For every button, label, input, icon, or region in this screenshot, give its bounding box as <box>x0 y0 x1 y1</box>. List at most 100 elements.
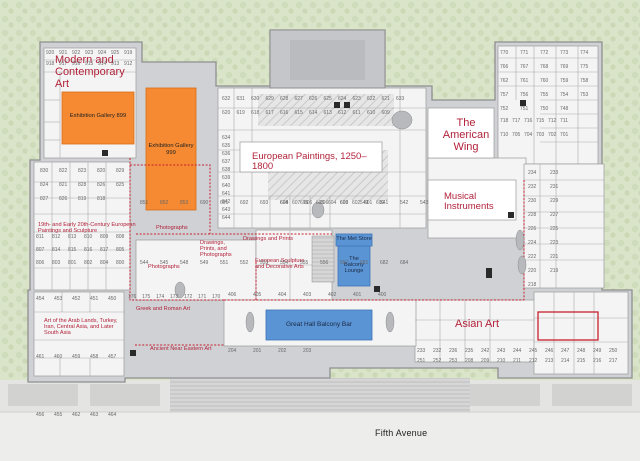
room-number[interactable]: 826 <box>59 196 68 202</box>
room-number[interactable]: 170 <box>212 294 221 300</box>
room-number[interactable]: 611 <box>352 110 361 116</box>
room-number[interactable]: 464 <box>108 412 117 418</box>
room-number[interactable]: 233 <box>417 348 426 354</box>
room-number[interactable]: 753 <box>580 92 589 98</box>
room-number[interactable]: 603 <box>340 200 349 206</box>
room-number[interactable]: 770 <box>500 50 509 56</box>
room-number[interactable]: 811 <box>36 234 44 240</box>
gallery-label-drawings-prints-photos[interactable]: Drawings, Prints, and Photographs <box>200 240 232 259</box>
room-number[interactable]: 217 <box>609 358 618 364</box>
room-number[interactable]: 630 <box>251 96 260 102</box>
room-number[interactable]: 916 <box>72 61 81 67</box>
room-number[interactable]: 551 <box>220 260 229 266</box>
room-number[interactable]: 176 <box>128 294 137 300</box>
room-number[interactable]: 774 <box>580 50 589 56</box>
room-number[interactable]: 540 <box>360 200 369 206</box>
room-number[interactable]: 757 <box>500 92 509 98</box>
room-number[interactable]: 768 <box>540 64 549 70</box>
room-number[interactable]: 606 <box>304 200 313 206</box>
room-number[interactable]: 813 <box>68 234 77 240</box>
room-number[interactable]: 458 <box>90 354 99 360</box>
room-number[interactable]: 554 <box>280 260 289 266</box>
room-number[interactable]: 759 <box>560 78 569 84</box>
room-number[interactable]: 821 <box>59 182 68 188</box>
room-number[interactable]: 248 <box>577 348 586 354</box>
room-number[interactable]: 752 <box>500 106 509 112</box>
gallery-label-drawings-prints[interactable]: Drawings and Prints <box>243 236 294 242</box>
room-number[interactable]: 762 <box>500 78 509 84</box>
room-number[interactable]: 230 <box>528 198 537 204</box>
room-number[interactable]: 222 <box>528 254 537 260</box>
exhibition-gallery-999-label[interactable]: Exhibition Gallery 999 <box>148 143 194 156</box>
room-number[interactable]: 703 <box>536 132 545 138</box>
room-number[interactable]: 644 <box>222 215 231 221</box>
room-number[interactable]: 812 <box>52 234 61 240</box>
room-number[interactable]: 642 <box>222 199 231 205</box>
room-number[interactable]: 250 <box>609 348 618 354</box>
room-number[interactable]: 615 <box>294 110 303 116</box>
room-number[interactable]: 629 <box>265 96 274 102</box>
room-number[interactable]: 681 <box>360 260 369 266</box>
room-number[interactable]: 249 <box>593 348 602 354</box>
room-number[interactable]: 767 <box>520 64 529 70</box>
room-number[interactable]: 543 <box>420 200 429 206</box>
balcony-bar-label[interactable]: Great Hall Balcony Bar <box>285 321 353 328</box>
room-number[interactable]: 201 <box>253 348 262 354</box>
room-number[interactable]: 609 <box>381 110 390 116</box>
room-number[interactable]: 401 <box>353 292 362 298</box>
room-number[interactable]: 246 <box>545 348 554 354</box>
room-number[interactable]: 234 <box>528 170 537 176</box>
room-number[interactable]: 805 <box>116 247 125 253</box>
room-number[interactable]: 920 <box>46 50 55 56</box>
room-number[interactable]: 851 <box>140 200 149 206</box>
room-number[interactable]: 826 <box>97 182 106 188</box>
room-number[interactable]: 756 <box>520 92 529 98</box>
room-number[interactable]: 823 <box>78 168 87 174</box>
room-number[interactable]: 251 <box>417 358 426 364</box>
room-number[interactable]: 555 <box>300 260 309 266</box>
room-number[interactable]: 542 <box>400 200 409 206</box>
room-number[interactable]: 400 <box>378 292 387 298</box>
room-number[interactable]: 549 <box>200 260 209 266</box>
room-number[interactable]: 800 <box>116 260 125 266</box>
room-number[interactable]: 236 <box>449 348 458 354</box>
room-number[interactable]: 172 <box>184 294 193 300</box>
room-number[interactable]: 227 <box>550 212 559 218</box>
room-number[interactable]: 924 <box>98 50 107 56</box>
room-number[interactable]: 632 <box>222 96 231 102</box>
room-number[interactable]: 406 <box>228 292 237 298</box>
room-number[interactable]: 625 <box>323 96 332 102</box>
room-number[interactable]: 761 <box>520 78 529 84</box>
room-number[interactable]: 623 <box>352 96 361 102</box>
room-number[interactable]: 717 <box>512 118 521 124</box>
room-number[interactable]: 214 <box>561 358 570 364</box>
room-number[interactable]: 631 <box>236 96 245 102</box>
room-number[interactable]: 760 <box>540 78 549 84</box>
room-number[interactable]: 541 <box>380 200 389 206</box>
room-number[interactable]: 751 <box>520 106 529 112</box>
room-number[interactable]: 853 <box>180 200 189 206</box>
room-number[interactable]: 817 <box>100 247 109 253</box>
room-number[interactable]: 621 <box>381 96 390 102</box>
room-number[interactable]: 617 <box>265 110 274 116</box>
room-number[interactable]: 232 <box>433 348 442 354</box>
room-number[interactable]: 460 <box>54 354 63 360</box>
room-number[interactable]: 695 <box>300 200 309 206</box>
room-number[interactable]: 828 <box>78 182 87 188</box>
room-number[interactable]: 614 <box>309 110 318 116</box>
room-number[interactable]: 243 <box>497 348 506 354</box>
room-number[interactable]: 454 <box>36 296 45 302</box>
room-number[interactable]: 173 <box>170 294 179 300</box>
room-number[interactable]: 204 <box>228 348 237 354</box>
room-number[interactable]: 638 <box>222 167 231 173</box>
room-number[interactable]: 225 <box>550 226 559 232</box>
gallery-label-greek-roman[interactable]: Greek and Roman Art <box>136 306 191 312</box>
room-number[interactable]: 253 <box>449 358 458 364</box>
room-number[interactable]: 806 <box>36 260 45 266</box>
room-number[interactable]: 810 <box>84 234 93 240</box>
room-number[interactable]: 922 <box>72 50 81 56</box>
room-number[interactable]: 545 <box>160 260 169 266</box>
room-number[interactable]: 912 <box>124 61 133 67</box>
room-number[interactable]: 462 <box>72 412 81 418</box>
met-store-label[interactable]: The Met Store <box>336 236 372 242</box>
